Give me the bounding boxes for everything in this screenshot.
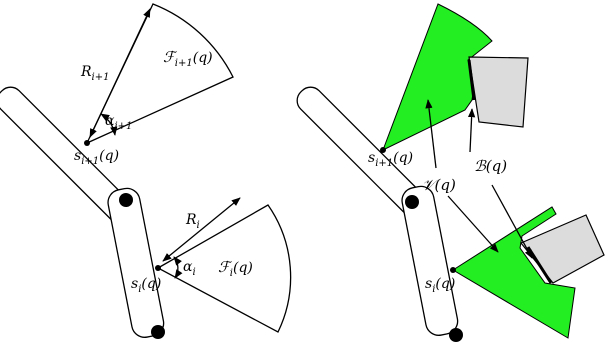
arrow-B-upper xyxy=(467,108,476,153)
label-R-i: Ri xyxy=(185,212,200,231)
sensor-point-upper xyxy=(380,147,386,153)
label-F-next: ℱi+1(q) xyxy=(163,48,213,69)
range-arrow-upper xyxy=(89,8,151,138)
label-s-next: si+1(q) xyxy=(74,148,119,167)
range-arrow-lower xyxy=(162,197,241,262)
obstacle-upper xyxy=(468,56,529,128)
label-s-next-right: si+1(q) xyxy=(368,150,413,169)
left-panel: Ri+1 αi+1 ℱi+1(q) si+1(q) Ri αi ℱi(q) si… xyxy=(0,3,292,339)
label-s-i-right: si(q) xyxy=(425,276,455,295)
arrow-B-lower xyxy=(491,184,533,259)
arrow-V-upper xyxy=(425,99,437,169)
joint-upper xyxy=(119,193,133,207)
lower-link xyxy=(107,187,165,338)
label-alpha-i: αi xyxy=(183,259,196,278)
label-visible-set: 𝒱(q) xyxy=(422,176,456,194)
joint-lower xyxy=(151,325,165,339)
sensing-sector-upper xyxy=(85,3,234,145)
angle-arc-lower xyxy=(173,256,183,279)
visible-region-lower xyxy=(452,206,576,339)
sensor-point-lower xyxy=(155,265,161,271)
joint-lower xyxy=(449,328,463,342)
arrow-V-lower xyxy=(447,195,499,253)
right-panel: si+1(q) si(q) 𝒱(q) ℬ(q) xyxy=(296,3,605,342)
sensor-point-upper xyxy=(84,140,90,146)
angle-arc-upper xyxy=(100,113,118,136)
label-alpha-next: αi+1 xyxy=(105,113,132,132)
boundary-upper xyxy=(467,59,476,101)
joint-upper xyxy=(405,195,419,209)
label-F-i: ℱi(q) xyxy=(218,258,253,279)
lower-link xyxy=(401,185,459,336)
sensing-sector-lower xyxy=(156,204,292,333)
label-s-i: si(q) xyxy=(131,276,161,295)
sensor-point-lower xyxy=(450,267,456,273)
label-boundary-set: ℬ(q) xyxy=(474,157,507,175)
label-R-next: Ri+1 xyxy=(80,64,110,83)
